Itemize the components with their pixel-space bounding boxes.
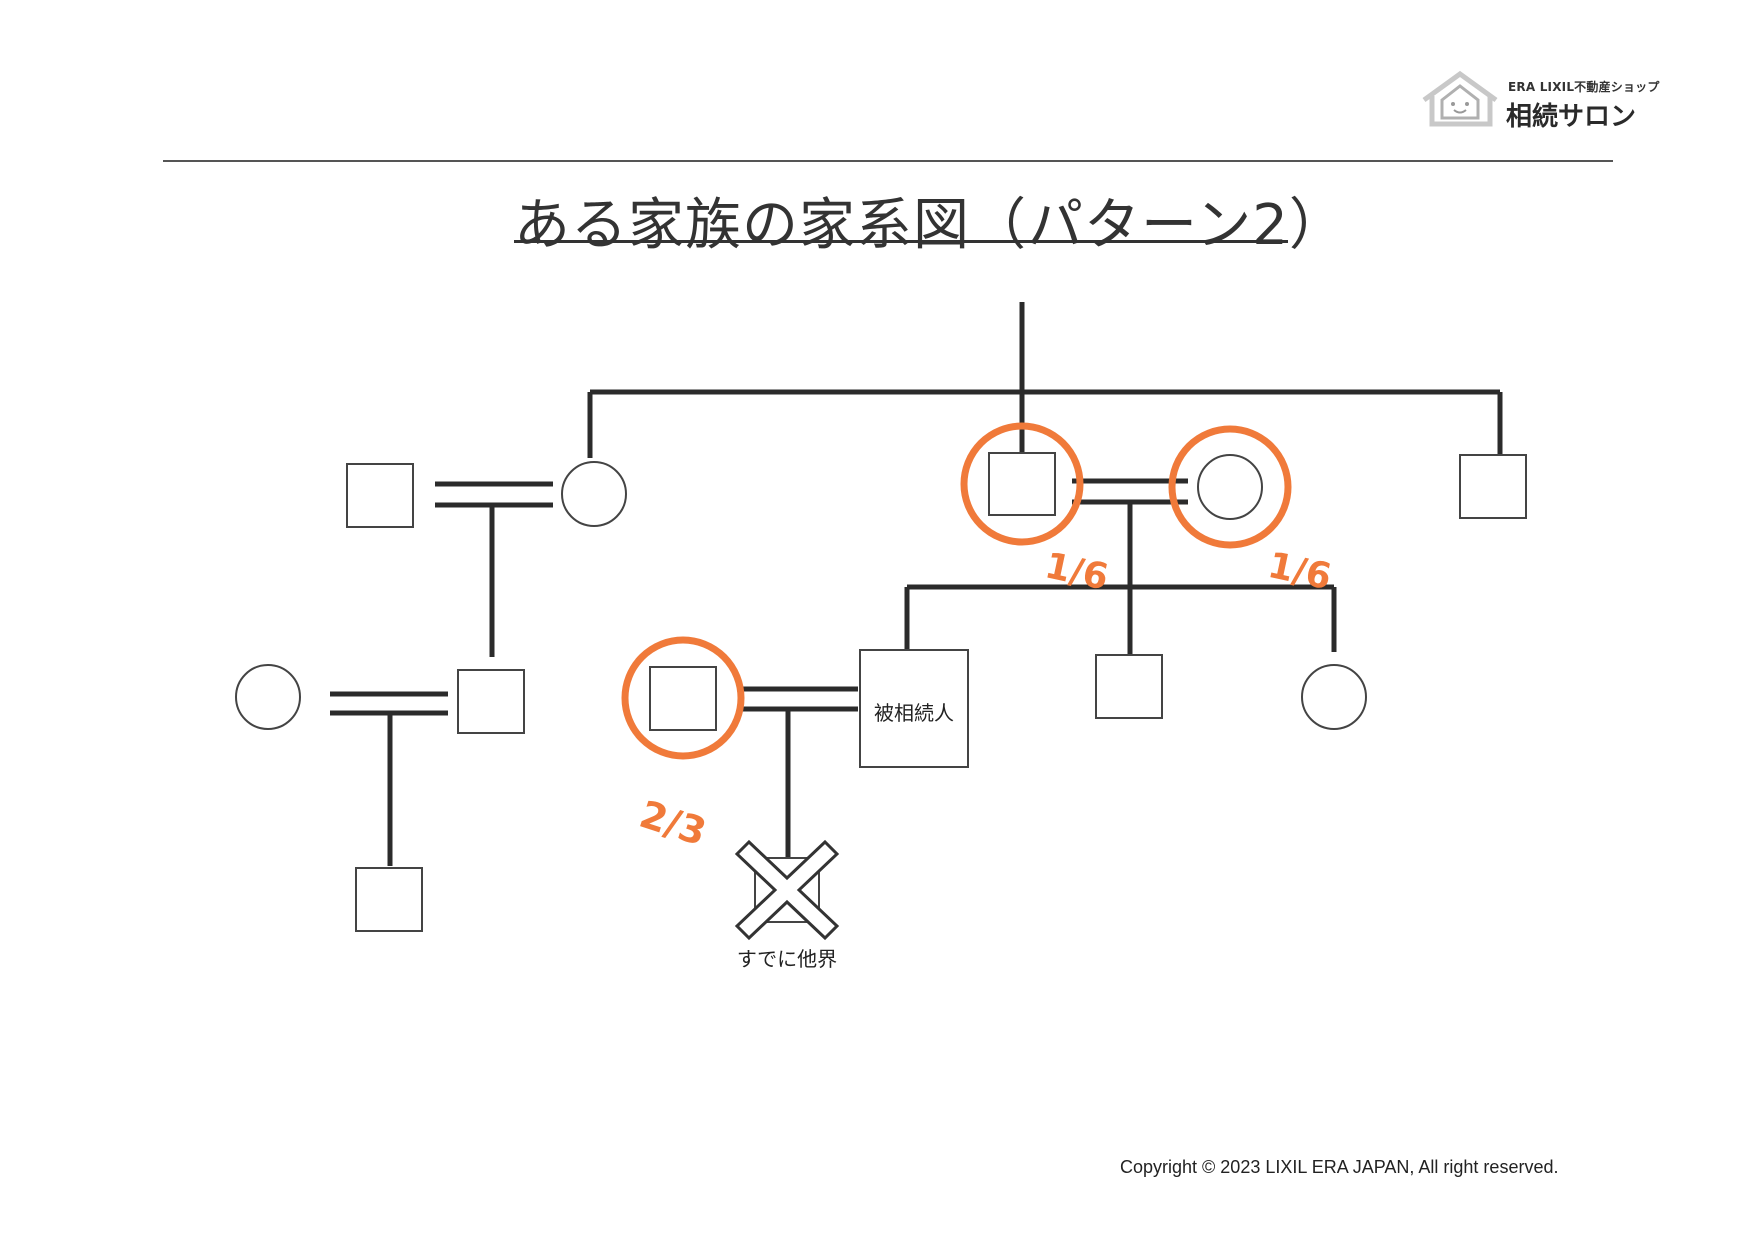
mother-heir-highlight: [1168, 425, 1292, 549]
title-underline: [514, 240, 1288, 243]
cousin-child-square: [355, 867, 423, 932]
brother-square: [1095, 654, 1163, 719]
uncle-square: [1459, 454, 1527, 519]
spouse-square: [649, 666, 717, 731]
decedent-label: 被相続人: [874, 701, 954, 725]
spouse-heir-highlight: [621, 636, 745, 760]
father-heir-highlight: [960, 422, 1084, 546]
uncle-in-law-square: [346, 463, 414, 528]
house-face-icon: [1422, 70, 1498, 127]
copyright-text: Copyright © 2023 LIXIL ERA JAPAN, All ri…: [1120, 1157, 1559, 1177]
deceased-x-mark: [734, 839, 840, 941]
mother-share: 1/6: [1264, 545, 1334, 598]
header-rule: [163, 160, 1613, 162]
logo-brand-line: ERA LIXIL不動産ショップ: [1508, 80, 1660, 94]
brand-logo: ERA LIXIL不動産ショップ 相続サロン: [1420, 70, 1660, 132]
deceased-child: [734, 839, 840, 941]
decedent-square: [859, 649, 969, 768]
logo-name: 相続サロン: [1506, 102, 1637, 132]
sister-circle: [1301, 664, 1367, 730]
aunt-circle: [561, 461, 627, 527]
father-square: [988, 452, 1056, 516]
cousin-wife-circle: [235, 664, 301, 730]
spouse-share: 2/3: [634, 792, 711, 854]
page-title: ある家族の家系図（パターン2）: [514, 193, 1346, 258]
deceased-child-label: すでに他界: [737, 947, 837, 971]
mother-circle: [1197, 454, 1263, 520]
father-share: 1/6: [1041, 545, 1111, 598]
cousin-square: [457, 669, 525, 734]
